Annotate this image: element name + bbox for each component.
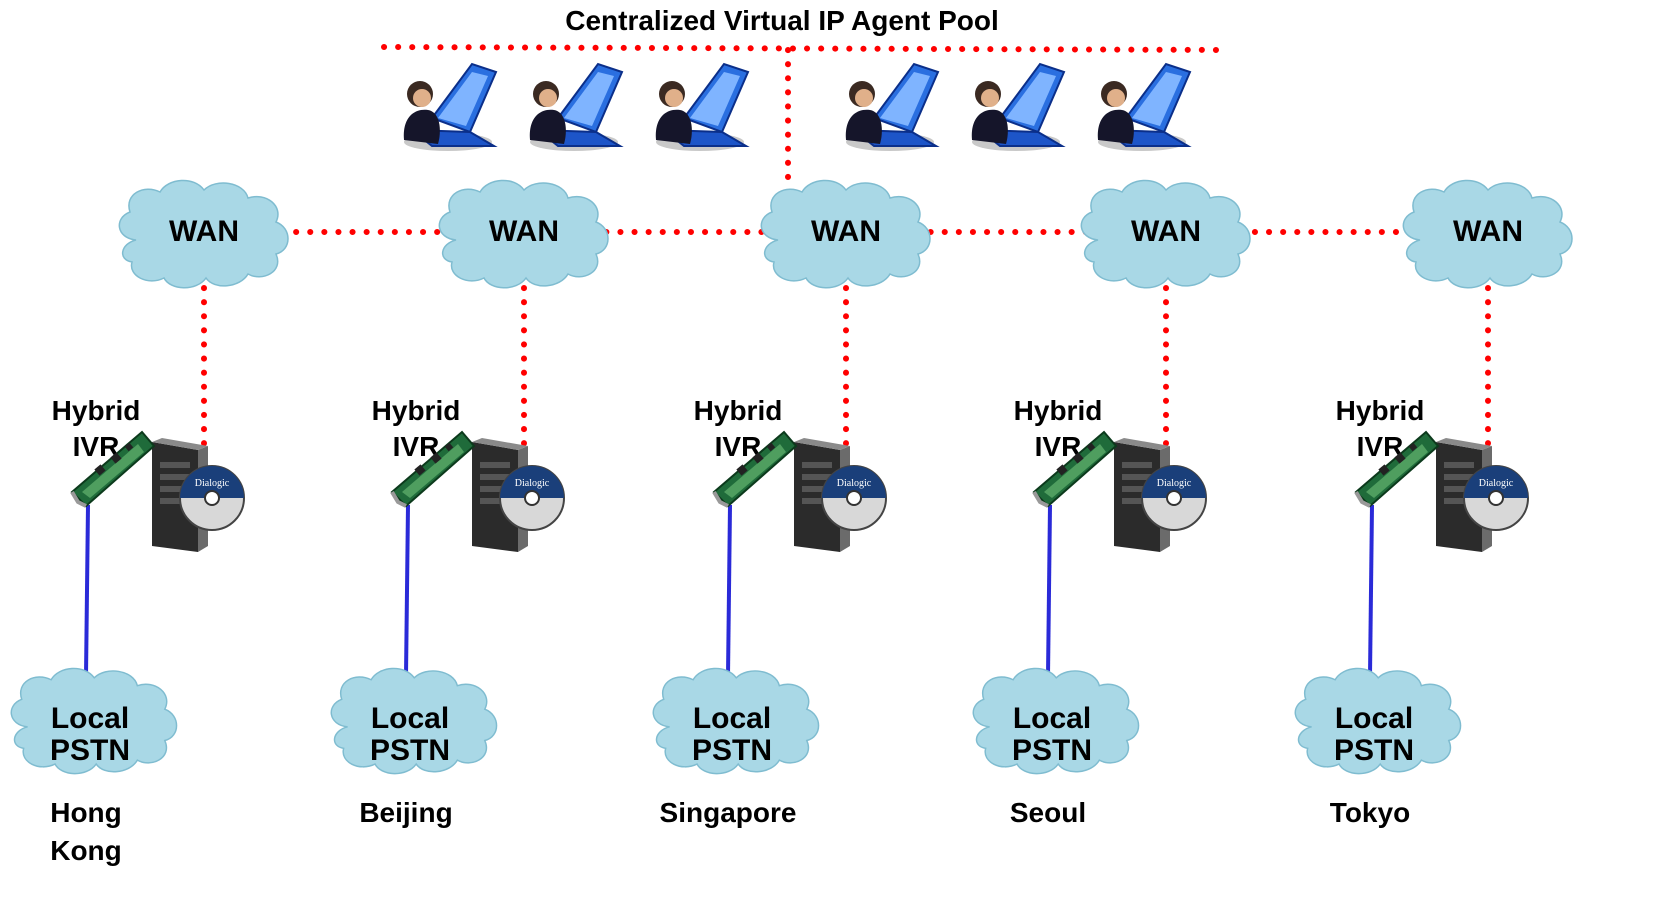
dialogic-cd-label: Dialogic [1157, 478, 1192, 489]
network-links [84, 44, 1491, 677]
pstn-label-line2: PSTN [50, 734, 130, 767]
wan-label: WAN [489, 215, 559, 248]
agent-laptop-icon [402, 63, 497, 152]
pstn-label-line2: PSTN [370, 734, 450, 767]
dialogic-cd-label: Dialogic [1479, 478, 1514, 489]
agent-laptop-icon [654, 63, 749, 152]
city-label: Tokyo [1330, 797, 1410, 828]
ivr-label-line1: Hybrid [52, 395, 141, 426]
ivr-label-line1: Hybrid [1014, 395, 1103, 426]
agent-laptop-icon [970, 63, 1065, 152]
dialogic-cd-icon: Dialogic [179, 465, 245, 531]
pstn-label-line1: Local [1335, 702, 1413, 735]
pstn-trunk-line [404, 504, 410, 677]
diagram-title: Centralized Virtual IP Agent Pool [565, 5, 999, 36]
agent-laptop-icon [844, 63, 939, 152]
city-label-line2: Kong [50, 835, 122, 866]
dialogic-cd-label: Dialogic [195, 478, 230, 489]
pstn-label-line1: Local [1013, 702, 1091, 735]
network-nodes: WANHybridIVRDialogicLocalPSTNHongKongWAN… [10, 63, 1573, 866]
city-label: Hong [50, 797, 122, 828]
ivr-label-line1: Hybrid [694, 395, 783, 426]
pstn-trunk-line [1368, 504, 1374, 677]
pstn-label-line1: Local [371, 702, 449, 735]
pstn-label-line2: PSTN [692, 734, 772, 767]
dialogic-cd-icon: Dialogic [1141, 465, 1207, 531]
agent-pool-bus-link [381, 44, 1231, 53]
city-label: Seoul [1010, 797, 1086, 828]
dialogic-cd-icon: Dialogic [821, 465, 887, 531]
pstn-trunk-line [1046, 504, 1052, 677]
dialogic-cd-label: Dialogic [515, 478, 550, 489]
agent-laptop-icon [528, 63, 623, 152]
wan-label: WAN [811, 215, 881, 248]
dialogic-cd-label: Dialogic [837, 478, 872, 489]
city-label: Singapore [660, 797, 797, 828]
ivr-label-line1: Hybrid [1336, 395, 1425, 426]
pstn-label-line2: PSTN [1334, 734, 1414, 767]
wan-label: WAN [1453, 215, 1523, 248]
pstn-trunk-line [726, 504, 732, 677]
wan-label: WAN [1131, 215, 1201, 248]
pstn-label-line1: Local [51, 702, 129, 735]
pstn-label-line2: PSTN [1012, 734, 1092, 767]
city-label: Beijing [359, 797, 452, 828]
pstn-trunk-line [84, 504, 90, 677]
agent-laptop-icon [1096, 63, 1191, 152]
dialogic-cd-icon: Dialogic [499, 465, 565, 531]
wan-label: WAN [169, 215, 239, 248]
pstn-label-line1: Local [693, 702, 771, 735]
dialogic-cd-icon: Dialogic [1463, 465, 1529, 531]
ivr-label-line1: Hybrid [372, 395, 461, 426]
